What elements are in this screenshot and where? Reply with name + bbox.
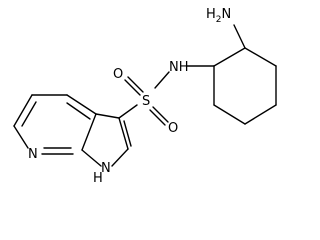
- bond-c-nh2: [233, 24, 246, 49]
- cyclohexane-ring: [213, 47, 277, 125]
- pyrrole-n-label: N: [101, 161, 111, 176]
- molecule-drawing: H2N NH S O O N H N: [13, 7, 277, 186]
- pyrrole-ring: [81, 113, 132, 167]
- bond-s-o-bottom: [149, 106, 169, 126]
- pyridine-ring: [13, 94, 97, 155]
- pyridine-n-label: N: [28, 147, 38, 162]
- amine-label: H2N: [206, 7, 231, 25]
- oxygen-bottom-label: O: [168, 121, 178, 136]
- sulfur-label: S: [142, 94, 150, 109]
- oxygen-top-label: O: [113, 67, 123, 82]
- nh-label: NH: [169, 60, 189, 75]
- bond-s-o-top: [124, 76, 144, 96]
- bond-s-c3: [118, 104, 138, 119]
- bond-nh-s: [154, 71, 170, 89]
- structure-canvas: H2N NH S O O N H N: [13, 7, 277, 186]
- pyrrole-h-label: H: [93, 171, 103, 186]
